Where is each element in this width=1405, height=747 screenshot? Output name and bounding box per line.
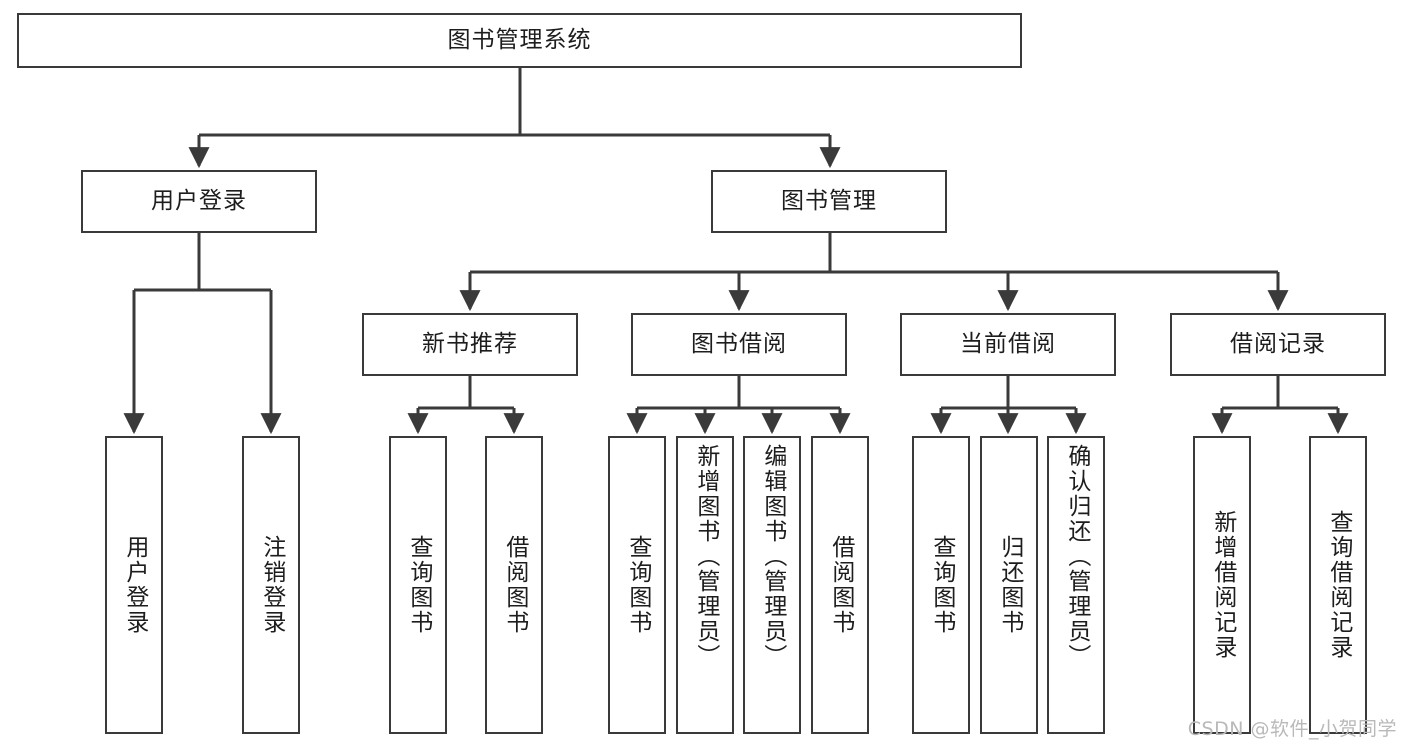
node-book-borrow[interactable]: 图书借阅 — [631, 313, 847, 376]
node-user-login[interactable]: 用户登录 — [81, 170, 317, 233]
node-current-borrow[interactable]: 当前借阅 — [900, 313, 1116, 376]
node-leaf-edit-book[interactable]: 编辑图书（管理员） — [743, 436, 801, 734]
node-leaf-user-login-label: 用户登录 — [121, 535, 148, 635]
node-leaf-edit-book-label: 编辑图书（管理员） — [759, 444, 786, 669]
node-borrow-record-label: 借阅记录 — [1230, 331, 1326, 357]
csdn-watermark: CSDN @软件_小贺同学 — [1187, 718, 1397, 740]
node-leaf-return-book[interactable]: 归还图书 — [980, 436, 1038, 734]
node-leaf-user-login[interactable]: 用户登录 — [105, 436, 163, 734]
node-leaf-borrow-book-1-label: 借阅图书 — [501, 535, 528, 635]
node-leaf-user-logout-label: 注销登录 — [258, 535, 285, 635]
node-leaf-borrow-book-1[interactable]: 借阅图书 — [485, 436, 543, 734]
node-leaf-add-book[interactable]: 新增图书（管理员） — [676, 436, 734, 734]
node-leaf-add-book-label: 新增图书（管理员） — [692, 444, 719, 669]
node-leaf-borrow-book-2[interactable]: 借阅图书 — [811, 436, 869, 734]
node-leaf-add-record[interactable]: 新增借阅记录 — [1193, 436, 1251, 734]
node-root-label: 图书管理系统 — [447, 27, 592, 53]
node-leaf-confirm-return-label: 确认归还（管理员） — [1063, 444, 1090, 669]
node-leaf-query-book-3-label: 查询图书 — [928, 535, 955, 635]
node-leaf-query-book-3[interactable]: 查询图书 — [912, 436, 970, 734]
node-user-login-label: 用户登录 — [151, 188, 247, 214]
node-leaf-user-logout[interactable]: 注销登录 — [242, 436, 300, 734]
node-borrow-record[interactable]: 借阅记录 — [1170, 313, 1386, 376]
node-new-book-recommend[interactable]: 新书推荐 — [362, 313, 578, 376]
node-new-book-recommend-label: 新书推荐 — [422, 331, 518, 357]
node-root[interactable]: 图书管理系统 — [17, 13, 1022, 68]
node-leaf-query-book-1-label: 查询图书 — [405, 535, 432, 635]
node-current-borrow-label: 当前借阅 — [960, 331, 1056, 357]
node-leaf-query-record[interactable]: 查询借阅记录 — [1309, 436, 1367, 734]
node-leaf-confirm-return[interactable]: 确认归还（管理员） — [1047, 436, 1105, 734]
node-leaf-query-record-label: 查询借阅记录 — [1325, 510, 1352, 660]
node-leaf-borrow-book-2-label: 借阅图书 — [827, 535, 854, 635]
node-leaf-query-book-2[interactable]: 查询图书 — [608, 436, 666, 734]
node-leaf-add-record-label: 新增借阅记录 — [1209, 510, 1236, 660]
node-leaf-return-book-label: 归还图书 — [996, 535, 1023, 635]
node-book-manage[interactable]: 图书管理 — [711, 170, 947, 233]
node-leaf-query-book-2-label: 查询图书 — [624, 535, 651, 635]
node-leaf-query-book-1[interactable]: 查询图书 — [389, 436, 447, 734]
node-book-manage-label: 图书管理 — [781, 188, 877, 214]
node-book-borrow-label: 图书借阅 — [691, 331, 787, 357]
